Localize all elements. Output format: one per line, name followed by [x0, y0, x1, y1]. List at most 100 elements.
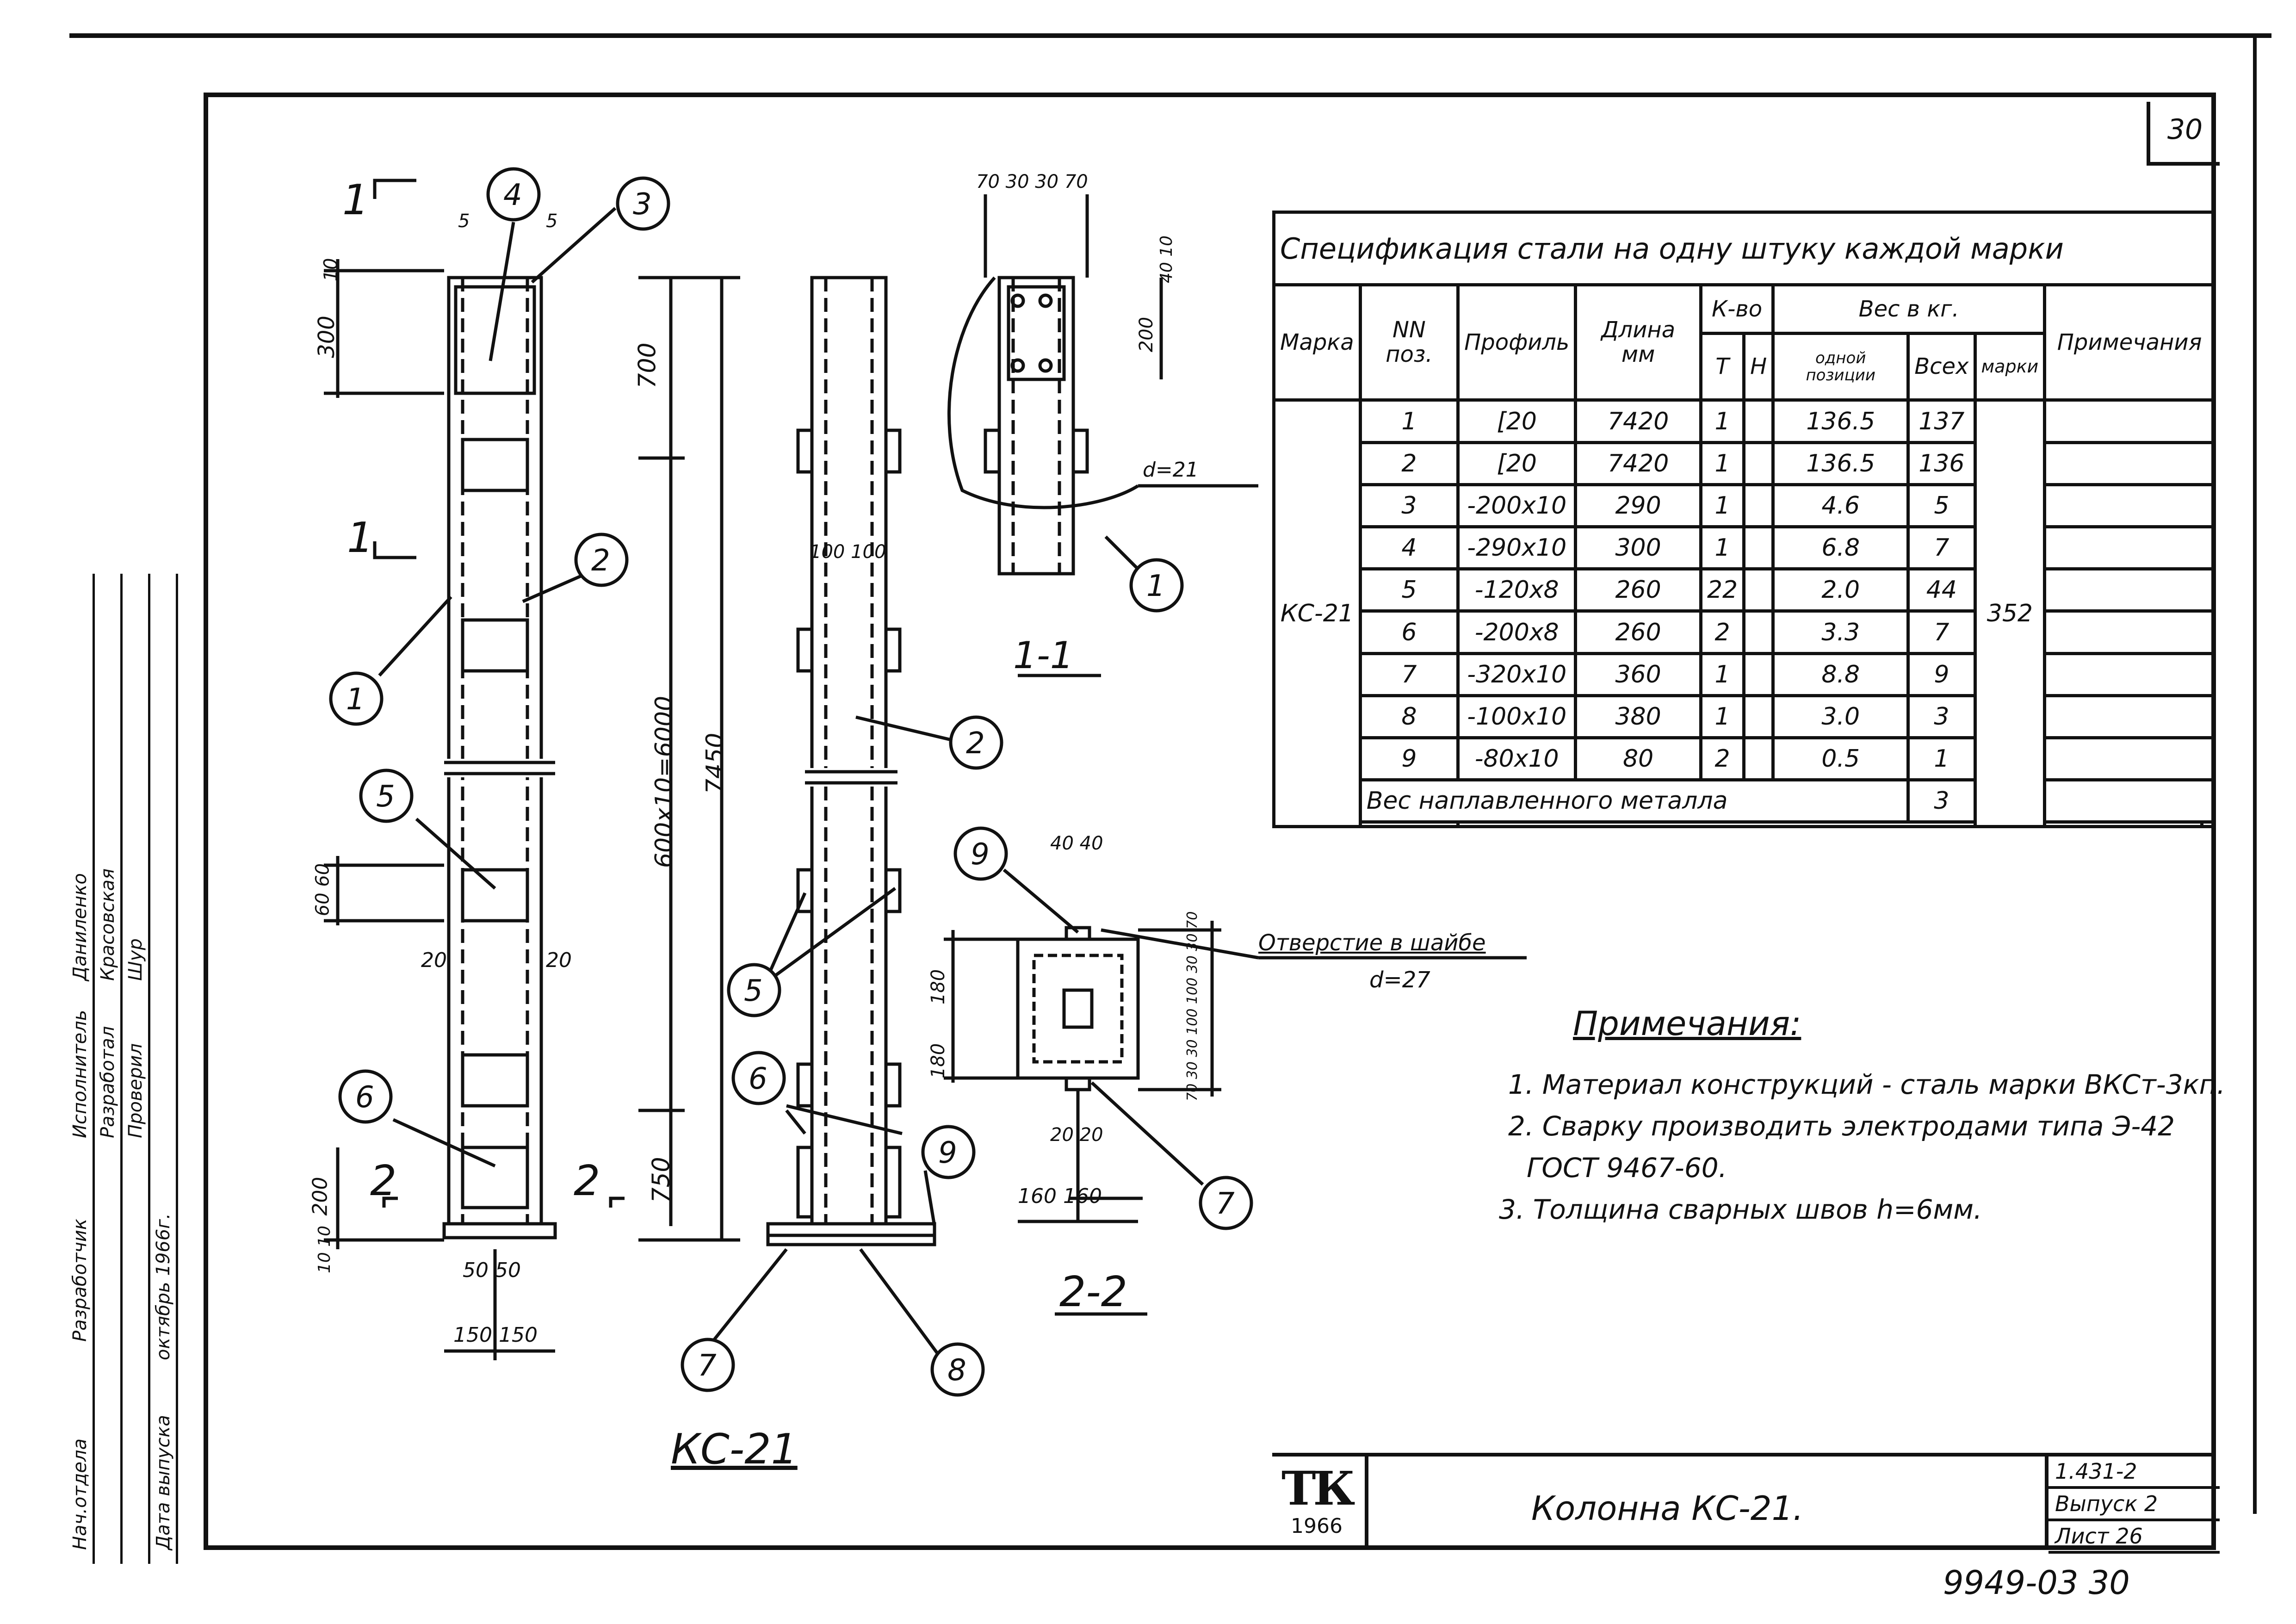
- cell-weight-one: 4.6: [1771, 483, 1910, 529]
- cell-weight-all: 136: [1906, 440, 1977, 486]
- notes-heading: Примечания:: [1573, 1004, 1801, 1043]
- cell-pos: 9: [1358, 736, 1460, 782]
- cell-count-t: 1: [1699, 483, 1746, 529]
- cell-length: 300: [1574, 525, 1702, 571]
- cell-weight-all: 3: [1906, 694, 1977, 740]
- cell-pos: 5: [1358, 567, 1460, 613]
- cell-weight-one: 6.8: [1771, 525, 1910, 571]
- cell-weight-all: 7: [1906, 609, 1977, 655]
- dim-6000: 600x10=6000: [650, 695, 679, 868]
- dim-10: 10: [320, 258, 342, 282]
- dim-section2-180b: 180: [928, 1043, 949, 1079]
- dim-section2-right: 70 30 30 100 100 30 30 70: [1184, 911, 1201, 1101]
- cell-pos: 1: [1358, 398, 1460, 444]
- cell-weight-one: 8.8: [1771, 651, 1910, 697]
- section-1-1: [947, 194, 1258, 677]
- callout-9-sec: 9: [971, 837, 990, 872]
- cell-weight-all: 1: [1906, 736, 1977, 782]
- cell-length: 80: [1574, 736, 1702, 782]
- cell-count-n: [1742, 651, 1775, 697]
- cell-count-t: 1: [1699, 694, 1746, 740]
- cell-pos: 7: [1358, 651, 1460, 697]
- cell-mark: КС-21: [1272, 398, 1362, 828]
- cell-profile: -120x8: [1456, 567, 1578, 613]
- cell-pos: 8: [1358, 694, 1460, 740]
- note-3: 3. Толщина сварных швов h=6мм.: [1499, 1194, 1982, 1225]
- dim-section2-40-40: 40 40: [1050, 833, 1103, 854]
- cell-weld-label: Вес наплавленного металла: [1358, 778, 1910, 824]
- tk-logo: ТК: [1281, 1461, 1355, 1516]
- sheet-title: Колонна КС-21.: [1531, 1489, 1804, 1528]
- hdr-weight: Вес в кг.: [1771, 283, 2047, 335]
- column-side-view: [766, 276, 936, 1246]
- section-marker-2-left: 2: [370, 1157, 397, 1205]
- top-border-line: [69, 33, 2271, 38]
- dim-300: 300: [313, 316, 340, 358]
- callout-1-sec: 1: [1146, 569, 1165, 603]
- callout-9-side: 9: [938, 1136, 957, 1170]
- section-marker-1-bottom: 1: [347, 514, 374, 562]
- cell-length: 7420: [1574, 398, 1702, 444]
- cell-length: 7420: [1574, 440, 1702, 486]
- dim-20-left: 20: [421, 948, 447, 972]
- cell-profile: [20: [1456, 398, 1578, 444]
- cell-profile: [20: [1456, 440, 1578, 486]
- cell-length: 260: [1574, 609, 1702, 655]
- cell-count-n: [1742, 609, 1775, 655]
- cell-count-n: [1742, 567, 1775, 613]
- cell-profile: -200x10: [1456, 483, 1578, 529]
- cell-count-t: 1: [1699, 440, 1746, 486]
- dim-5-right: 5: [546, 211, 558, 232]
- cell-count-t: 1: [1699, 651, 1746, 697]
- section-marker-1-top: 1: [342, 176, 369, 224]
- callout-6: 6: [355, 1080, 374, 1115]
- spec-title: Спецификация стали на одну штуку каждой …: [1272, 211, 2216, 286]
- steel-spec-table: Спецификация стали на одну штуку каждой …: [1272, 211, 2216, 828]
- dim-750: 750: [647, 1157, 675, 1203]
- stamp-role-0: Нач.отдела: [69, 1438, 91, 1550]
- hdr-note: Примечания: [2043, 283, 2216, 402]
- stamp-role-1: Разработчик: [69, 1218, 91, 1342]
- dim-20-right: 20: [546, 948, 572, 972]
- dim-700: 700: [633, 342, 662, 389]
- issue-number: Выпуск 2: [2048, 1489, 2220, 1521]
- cell-weight-one: 136.5: [1771, 398, 1910, 444]
- stamp-name-4: Шур: [125, 938, 146, 981]
- dim-7450: 7450: [701, 732, 730, 794]
- hdr-profile: Профиль: [1456, 283, 1578, 402]
- note-1: 1. Материал конструкций - сталь марки ВК…: [1508, 1069, 2225, 1100]
- stamp-name-2: Даниленко: [69, 873, 91, 981]
- tk-year: 1966: [1291, 1514, 1343, 1538]
- callout-7-sec: 7: [1216, 1187, 1235, 1221]
- dim-section2-180a: 180: [928, 969, 949, 1005]
- callout-3: 3: [633, 187, 652, 222]
- cell-weight-all: 44: [1906, 567, 1977, 613]
- callout-5-side: 5: [744, 974, 763, 1008]
- stamp-date-value: октябрь 1966г.: [153, 1213, 174, 1360]
- dim-section1-200: 200: [1136, 316, 1157, 353]
- cell-weight-all: 9: [1906, 651, 1977, 697]
- sheet-number: Лист 26: [2048, 1521, 2220, 1554]
- cell-count-n: [1742, 736, 1775, 782]
- cell-weld-value: 3: [1906, 778, 1977, 824]
- cell-length: 380: [1574, 694, 1702, 740]
- table-row: [1274, 820, 2216, 828]
- dim-200: 200: [308, 1177, 332, 1216]
- main-drawing-title: КС-21: [671, 1425, 798, 1474]
- cell-length: 360: [1574, 651, 1702, 697]
- note-2-cont: ГОСТ 9467-60.: [1527, 1152, 1727, 1184]
- hdr-count-t: Т: [1699, 332, 1746, 402]
- cell-profile: -200x8: [1456, 609, 1578, 655]
- stamp-role-2: Исполнитель: [69, 1010, 91, 1138]
- cell-weight-all: 7: [1906, 525, 1977, 571]
- hdr-count: К-во: [1699, 283, 1775, 335]
- cell-count-n: [1742, 694, 1775, 740]
- dim-100-100: 100 100: [810, 541, 886, 563]
